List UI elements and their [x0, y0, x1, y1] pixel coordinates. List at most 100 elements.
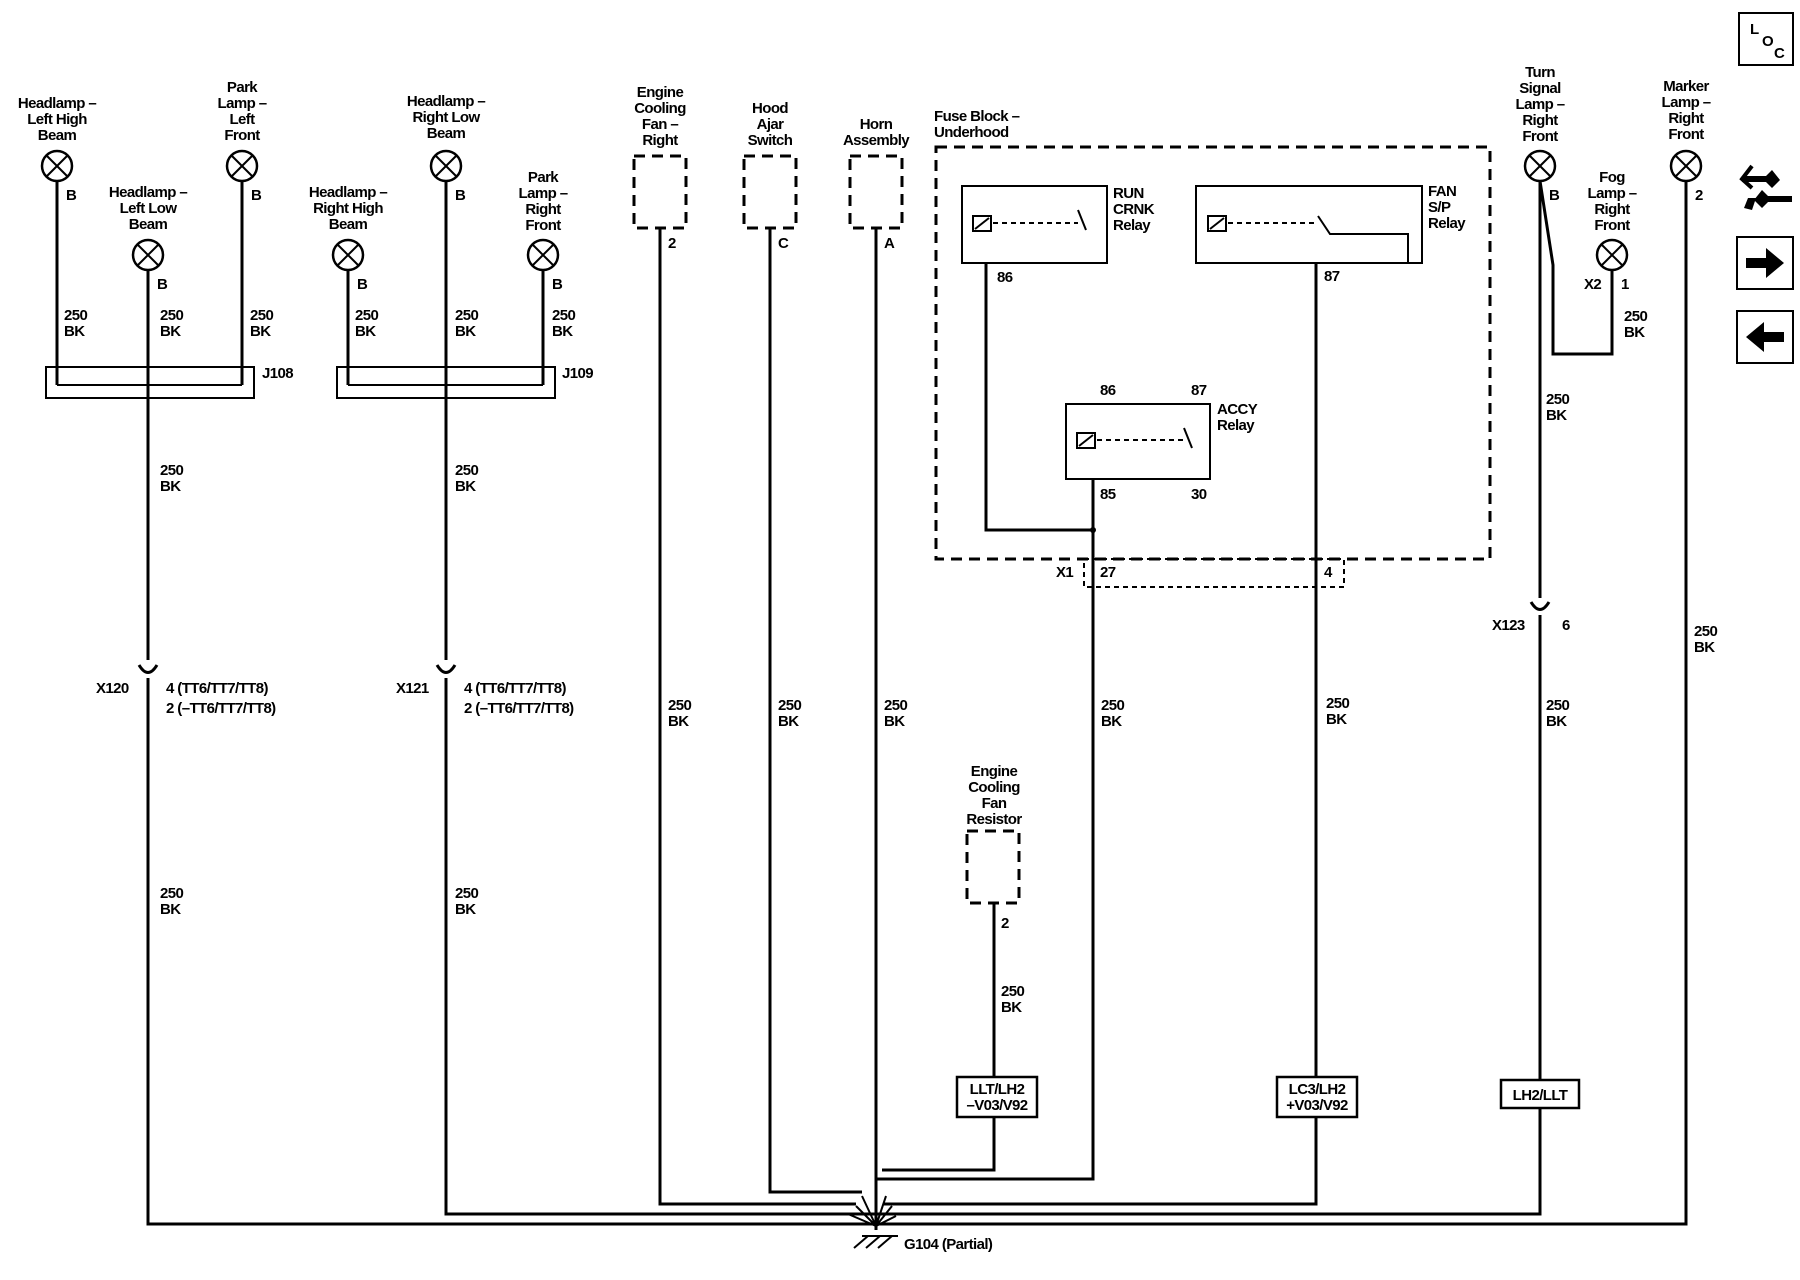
- wire-gauge-label: 250: [160, 462, 183, 479]
- pin-label: 30: [1191, 486, 1207, 503]
- label-line: Marker: [1663, 78, 1709, 95]
- wire-color-label: BK: [778, 713, 799, 730]
- label-line: Right: [1668, 110, 1704, 127]
- splice-pack-label: J108: [262, 365, 293, 382]
- label-line: Cooling: [634, 100, 686, 117]
- ground-label: G104 (Partial): [904, 1236, 993, 1253]
- wire-gauge-label: 250: [160, 885, 183, 902]
- label-line: Beam: [427, 125, 466, 142]
- park-lamp-left-front-label: Park Lamp – Left Front: [218, 79, 268, 144]
- wire: [876, 530, 1095, 1181]
- lamp-icon: [131, 238, 165, 272]
- label-line: Hood: [752, 100, 788, 117]
- wire: [146, 181, 1688, 1226]
- wire-color-label: BK: [1001, 999, 1022, 1016]
- wire-gauge-label: 250: [1694, 623, 1717, 640]
- label-line: Fan –: [642, 116, 678, 133]
- loc-letter: L: [1750, 21, 1759, 38]
- wire-color-label: BK: [1326, 711, 1347, 728]
- pin-label: 4: [1324, 564, 1333, 581]
- wire-color-label: BK: [160, 478, 181, 495]
- lamp-icon: [1523, 149, 1557, 183]
- relay-switch-icon: [1077, 209, 1087, 231]
- relay-switch-icon: [1317, 215, 1409, 263]
- relay-label: Relay: [1113, 217, 1151, 234]
- component-connector-icon: [1739, 164, 1792, 210]
- horn-component-box: [848, 154, 904, 230]
- wire-color-label: BK: [160, 323, 181, 340]
- pin-label: 2: [1695, 187, 1703, 204]
- lamp-icon: [1595, 238, 1629, 272]
- location-button[interactable]: L O C: [1738, 12, 1794, 66]
- wire-gauge-label: 250: [1624, 308, 1647, 325]
- previous-page-button[interactable]: [1736, 310, 1794, 364]
- label-line: Lamp –: [1516, 96, 1565, 113]
- pin-label: 2: [668, 235, 676, 252]
- wire-color-label: BK: [250, 323, 271, 340]
- park-lamp-right-front-label: Park Lamp – Right Front: [519, 169, 569, 234]
- wire: [658, 228, 856, 1206]
- lamp-icon: [526, 238, 560, 272]
- turn-signal-lamp-right-front-label: Turn Signal Lamp – Right Front: [1516, 64, 1566, 145]
- wire-gauge-label: 250: [160, 307, 183, 324]
- connector-x121: X121 4 (TT6/TT7/TT8) 2 (–TT6/TT7/TT8): [396, 664, 575, 717]
- wire-labels-group: 250BK250BK250BK250BK250BK250BK250BK250BK…: [64, 307, 1718, 1016]
- label-line: Beam: [38, 127, 77, 144]
- label-line: Lamp –: [1588, 185, 1637, 202]
- loc-letter: C: [1774, 45, 1785, 62]
- label-line: Engine: [971, 763, 1018, 780]
- wire-gauge-label: 250: [455, 307, 478, 324]
- wire-gauge-label: 250: [1001, 983, 1024, 1000]
- label-line: Beam: [329, 216, 368, 233]
- marker-lamp-right-front-label: Marker Lamp – Right Front: [1662, 78, 1712, 143]
- relay-coil-icon: [972, 215, 992, 232]
- pin-label: 1: [1621, 276, 1629, 293]
- pin-label: A: [884, 235, 895, 252]
- label-line: Left High: [27, 111, 87, 128]
- label-line: Left: [229, 111, 255, 128]
- wire-gauge-label: 250: [1546, 391, 1569, 408]
- headlamp-left-low-beam-label: Headlamp – Left Low Beam: [109, 184, 188, 233]
- fuse-block-underhood-label: Fuse Block – Underhood: [934, 108, 1020, 141]
- wire-gauge-label: 250: [250, 307, 273, 324]
- label-line: Front: [1522, 128, 1558, 145]
- component-connector-button[interactable]: [1736, 158, 1798, 220]
- label-line: Headlamp –: [407, 93, 485, 110]
- label-line: Switch: [748, 132, 793, 149]
- label-line: Right High: [313, 200, 383, 217]
- option-label: LH2/LLT: [1513, 1087, 1568, 1104]
- label-line: Park: [227, 79, 258, 96]
- label-line: Horn: [860, 116, 893, 133]
- lamp-icon: [225, 149, 259, 183]
- connector-x120: X120 4 (TT6/TT7/TT8) 2 (–TT6/TT7/TT8): [96, 664, 277, 717]
- pin-label: B: [1549, 187, 1560, 204]
- location-icon: L O C: [1750, 21, 1785, 62]
- label-line: Cooling: [968, 779, 1020, 796]
- headlamp-left-high-beam-label: Headlamp – Left High Beam: [18, 95, 97, 144]
- label-line: Right: [642, 132, 678, 149]
- splice-pack-label: J109: [562, 365, 593, 382]
- pin-label: B: [552, 276, 563, 293]
- label-line: Engine: [637, 84, 684, 101]
- wire-color-label: BK: [1694, 639, 1715, 656]
- pin-label: B: [66, 187, 77, 204]
- lamp-icon: [1669, 149, 1703, 183]
- connector-label: X123: [1492, 617, 1525, 634]
- label-line: Signal: [1519, 80, 1561, 97]
- option-label: +V03/V92: [1286, 1097, 1348, 1114]
- fan-sp-relay: FAN S/P Relay 87: [1195, 183, 1467, 285]
- label-line: Lamp –: [1662, 94, 1711, 111]
- wire-gauge-label: 250: [668, 697, 691, 714]
- relay-coil-slash: [1078, 434, 1094, 447]
- loc-letter: O: [1762, 33, 1774, 50]
- label-line: Lamp –: [218, 95, 267, 112]
- next-page-button[interactable]: [1736, 236, 1794, 290]
- next-arrow-icon: [1746, 248, 1784, 278]
- connector-x1-box: [1083, 558, 1345, 588]
- pin-label: B: [455, 187, 466, 204]
- relay-coil-slash: [1209, 217, 1225, 230]
- label-line: Resistor: [966, 811, 1022, 828]
- wire-color-label: BK: [1624, 324, 1645, 341]
- pin-label: B: [251, 187, 262, 204]
- wire-color-label: BK: [884, 713, 905, 730]
